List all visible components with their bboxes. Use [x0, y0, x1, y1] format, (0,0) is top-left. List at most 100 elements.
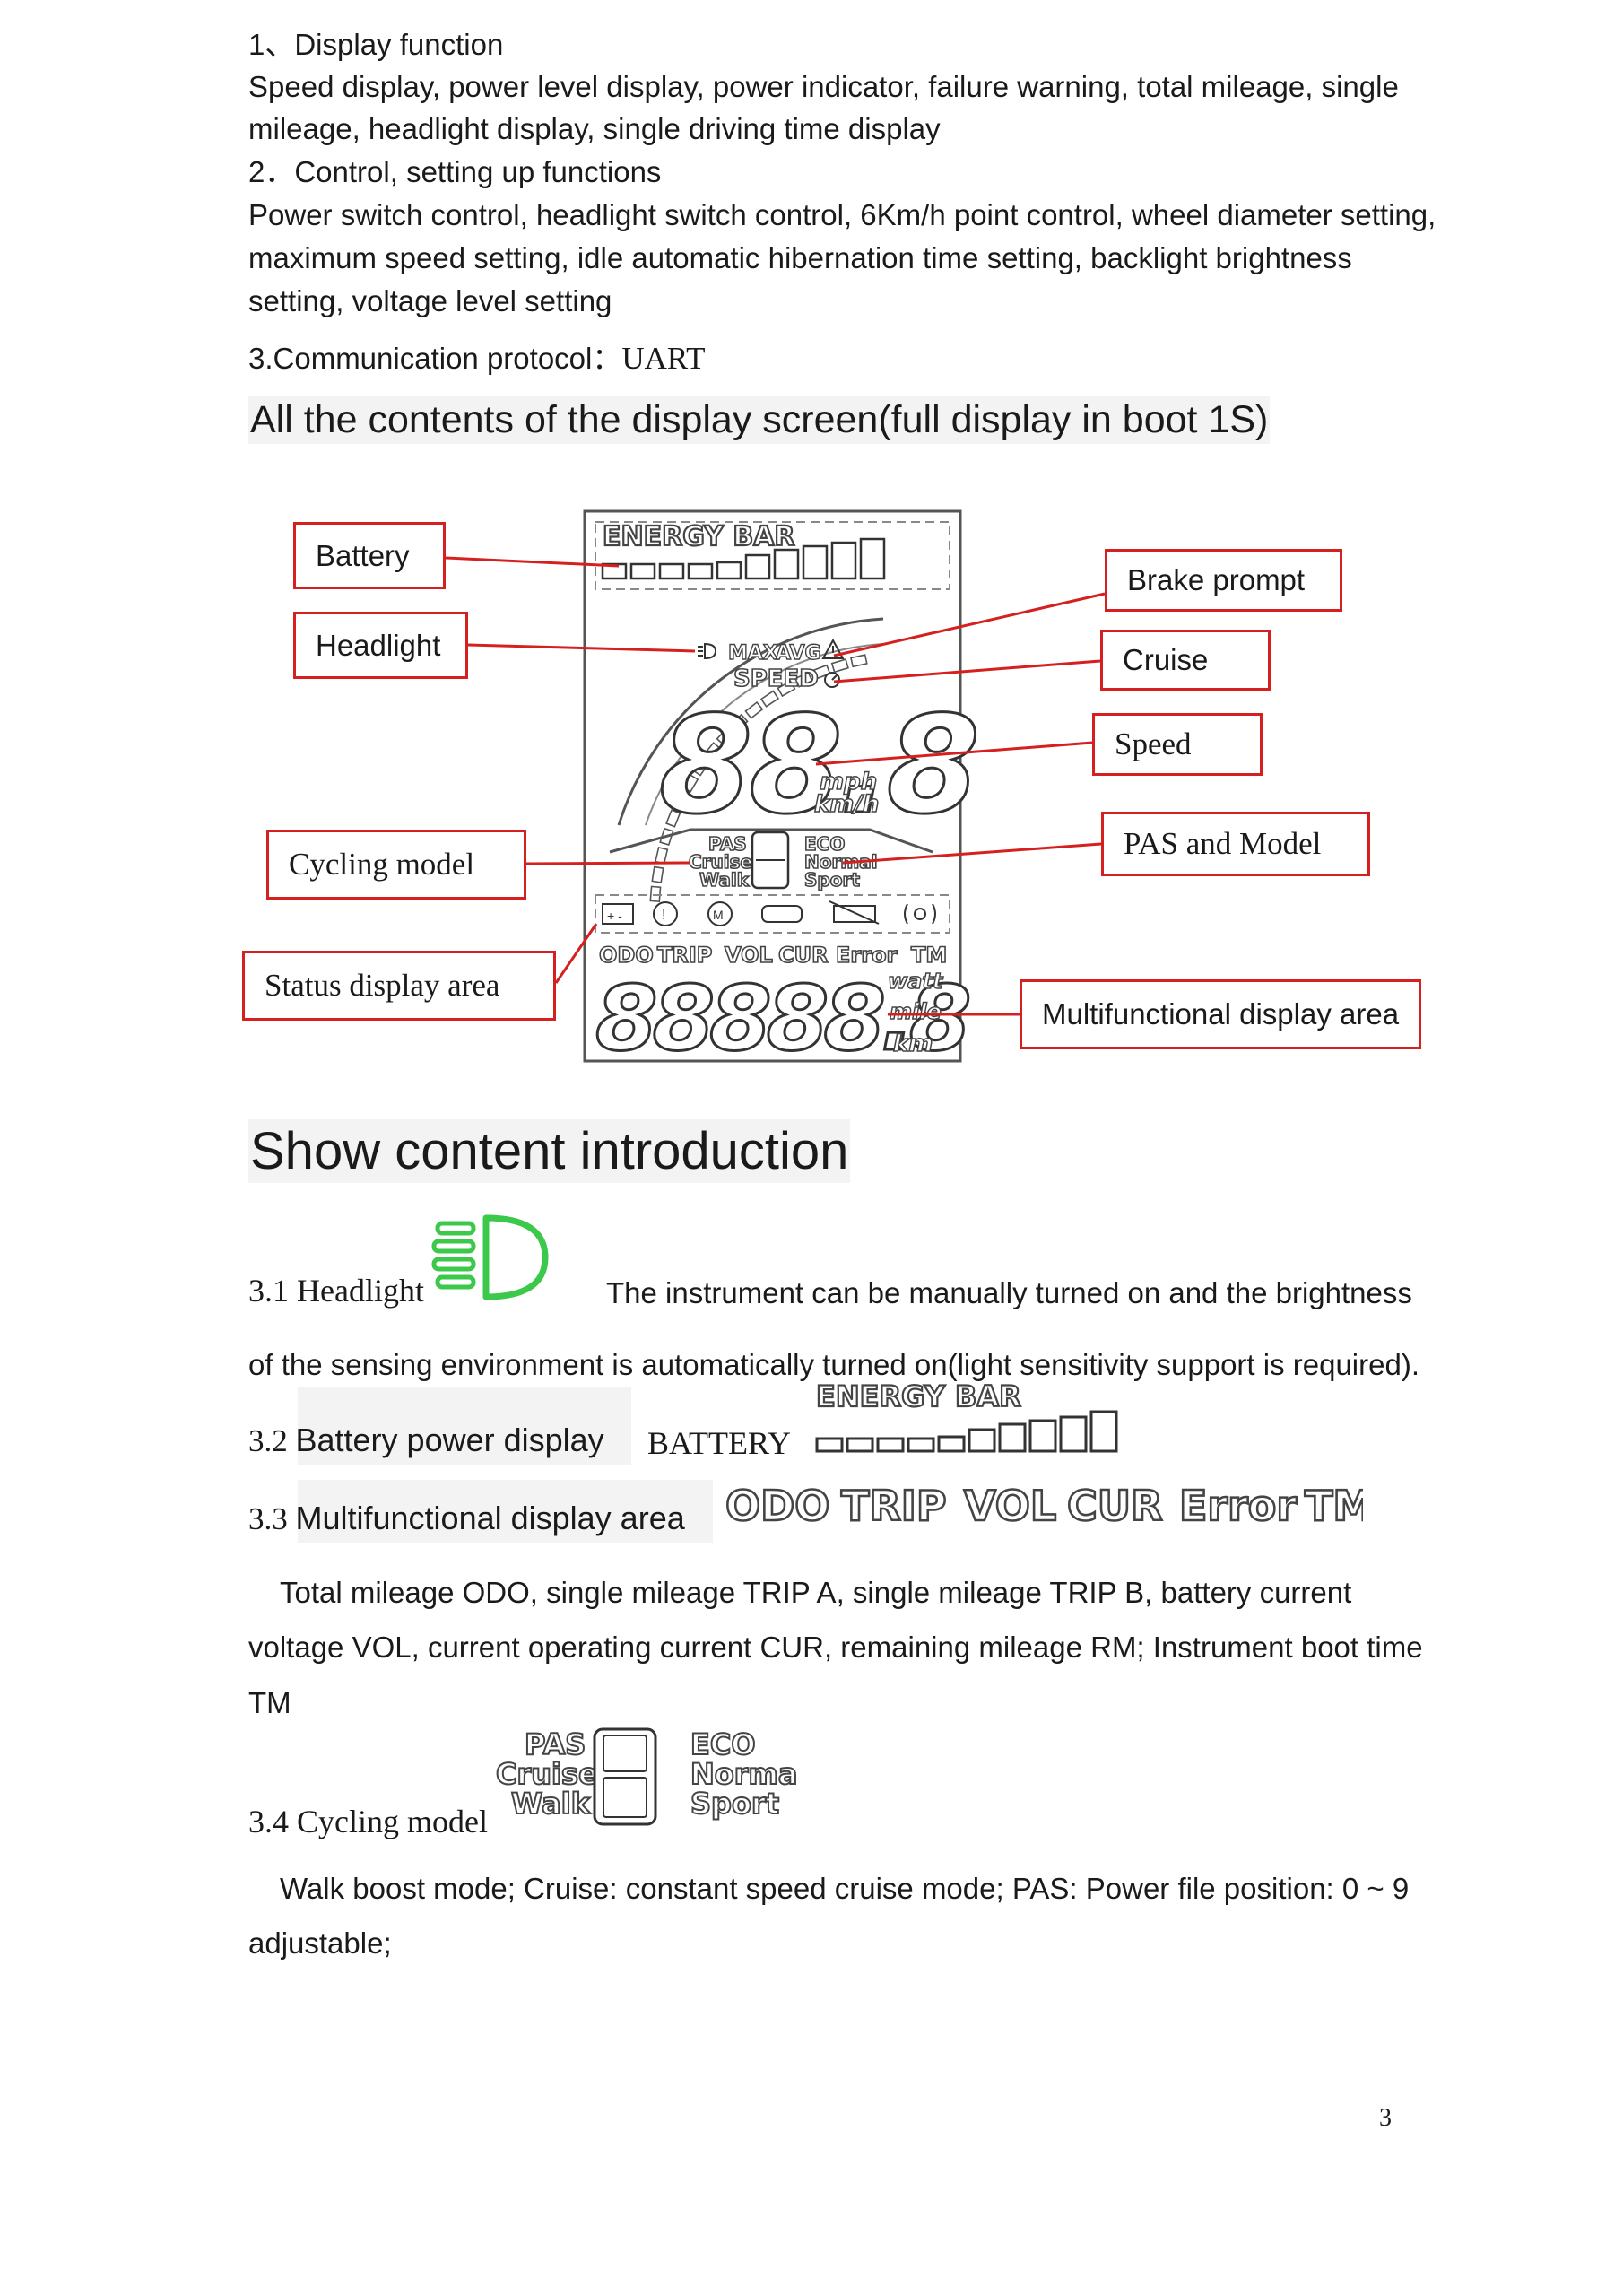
cycling-text2: adjustable;	[248, 1926, 392, 1960]
svg-text:M: M	[713, 908, 724, 922]
battery-bar-segment	[629, 562, 656, 580]
battery-bar-segment	[998, 1422, 1027, 1453]
multi-text3: TM	[248, 1686, 291, 1719]
lcd-multi-digits: 88888.8	[595, 966, 968, 1071]
lcd-status-row	[595, 894, 950, 934]
multi-num: 3.3	[248, 1501, 296, 1536]
battery-bar-segment	[968, 1428, 996, 1453]
status-throttle-icon	[761, 905, 803, 923]
cycling-walk: Walk	[511, 1787, 591, 1821]
cycling-sport: Sport	[690, 1787, 779, 1821]
speed-arc-tick	[744, 700, 764, 719]
lcd-battery-area	[595, 521, 950, 590]
speed-arc-tick	[703, 742, 722, 761]
s2-line1: Power switch control, headlight switch c…	[248, 198, 1436, 231]
s1-title: 1、Display function	[248, 28, 504, 61]
multi-line: 3.3 Multifunctional display area	[248, 1500, 685, 1537]
cycling-normal: Normal	[690, 1757, 798, 1791]
lcd-kmh: km/h	[814, 791, 879, 818]
lcd-max: MAX	[728, 642, 778, 665]
battery-line: 3.2 Battery power display	[248, 1422, 604, 1459]
lcd-odo: ODO	[599, 943, 654, 968]
s3-prefix: 3.Communication protocol：	[248, 342, 622, 375]
lcd-walk: Walk	[699, 869, 750, 891]
headlight-label: 3.1 Headlight	[248, 1273, 424, 1309]
cycling-eco: ECO	[690, 1727, 756, 1761]
headlight-icon	[431, 1214, 549, 1300]
multi-item-trip: TRIP	[841, 1482, 947, 1530]
speed-arc-ticks	[649, 654, 868, 903]
battery-bar-segment	[876, 1437, 905, 1453]
multi-label: Multifunctional display area	[295, 1500, 685, 1536]
lcd-energy-bar-label: ENERGY BAR	[603, 521, 795, 552]
battery-bar-segment	[815, 1437, 844, 1453]
lcd-error: Error	[836, 943, 898, 968]
callout-lines	[445, 556, 1106, 1016]
battery-bar-segment	[1059, 1415, 1088, 1453]
speed-arc-tick	[673, 791, 690, 811]
status-wheel-icon	[829, 900, 880, 925]
s1-line2: mileage, headlight display, single drivi…	[248, 112, 941, 145]
lcd-cur: CUR	[778, 943, 829, 968]
speed-arc-tick	[729, 713, 749, 733]
lcd-frame	[583, 509, 962, 1063]
callout-status-area: Status display area	[242, 951, 556, 1021]
multi-text1: Total mileage ODO, single mileage TRIP A…	[280, 1576, 1352, 1609]
battery-bar-segment	[1089, 1410, 1118, 1453]
battery-bar-segment	[687, 562, 714, 580]
lcd-mile: mile	[890, 999, 942, 1024]
lcd-cruise-icon	[824, 672, 840, 688]
battery-bar-segment	[601, 562, 628, 580]
intro-heading: Show content introduction	[248, 1119, 851, 1183]
battery-bar-segment	[658, 562, 685, 580]
battery-word: BATTERY	[647, 1425, 792, 1461]
battery-num: 3.2	[248, 1423, 296, 1458]
callout-multi-area: Multifunctional display area	[1020, 979, 1421, 1049]
multi-text2: voltage VOL, current operating current C…	[248, 1631, 1423, 1664]
svg-text:!: !	[662, 908, 665, 923]
lcd-trip: TRIP	[657, 943, 712, 968]
lcd-tm: TM	[911, 943, 947, 968]
status-warning-icon: !	[653, 901, 678, 926]
battery-bar-segment	[773, 548, 800, 580]
lcd-speed-label: SPEED	[733, 665, 819, 692]
svg-text:+ -: + -	[607, 909, 622, 923]
speed-arc-tick	[830, 658, 849, 674]
battery-bar-graphic: ENERGY BAR	[815, 1379, 1118, 1453]
lcd-headlight-icon	[698, 642, 717, 660]
callout-speed: Speed	[1092, 713, 1263, 776]
mode-divider	[609, 828, 933, 854]
lcd-vol: VOL	[725, 943, 773, 968]
s2-line3: setting, voltage level setting	[248, 284, 612, 317]
battery-label: Battery power display	[295, 1422, 604, 1458]
multi-item-vol: VOL	[964, 1482, 1056, 1530]
lcd-mph: mph	[820, 769, 877, 796]
speed-arc-tick	[794, 671, 813, 688]
page-number: 3	[1379, 2104, 1392, 2132]
speed-arc-tick	[649, 885, 662, 903]
battery-label-bg	[298, 1387, 631, 1465]
speed-arc-tick	[681, 773, 699, 793]
lcd-battery-bars	[601, 537, 886, 580]
cycling-text1: Walk boost mode; Cruise: constant speed …	[280, 1872, 1410, 1905]
multi-item-odo: ODO	[725, 1482, 829, 1530]
lcd-km: km	[893, 1031, 933, 1057]
multi-item-tm: TM	[1305, 1482, 1363, 1530]
speed-arc-tick	[716, 726, 735, 746]
battery-bar-segment	[1028, 1419, 1057, 1453]
multi-item-cur: CUR	[1067, 1482, 1163, 1530]
multi-label-bg	[298, 1480, 713, 1543]
status-battery-icon: + -	[602, 903, 634, 925]
callout-headlight: Headlight	[293, 612, 468, 679]
callout-pas-model: PAS and Model	[1101, 812, 1370, 876]
cycling-cruise: Cruise	[496, 1757, 598, 1791]
battery-bar-label: ENERGY BAR	[816, 1379, 1021, 1413]
battery-bar-segment	[937, 1435, 966, 1453]
headlight-text2: of the sensing environment is automatica…	[248, 1348, 1419, 1381]
lcd-cruise: Cruise	[689, 851, 752, 873]
lcd-watt: watt	[888, 969, 944, 994]
lcd-avg: AVG	[776, 642, 821, 665]
speed-arc-tick	[850, 654, 868, 668]
status-signal-icon	[904, 903, 936, 925]
lcd-brake-icon	[821, 638, 845, 659]
